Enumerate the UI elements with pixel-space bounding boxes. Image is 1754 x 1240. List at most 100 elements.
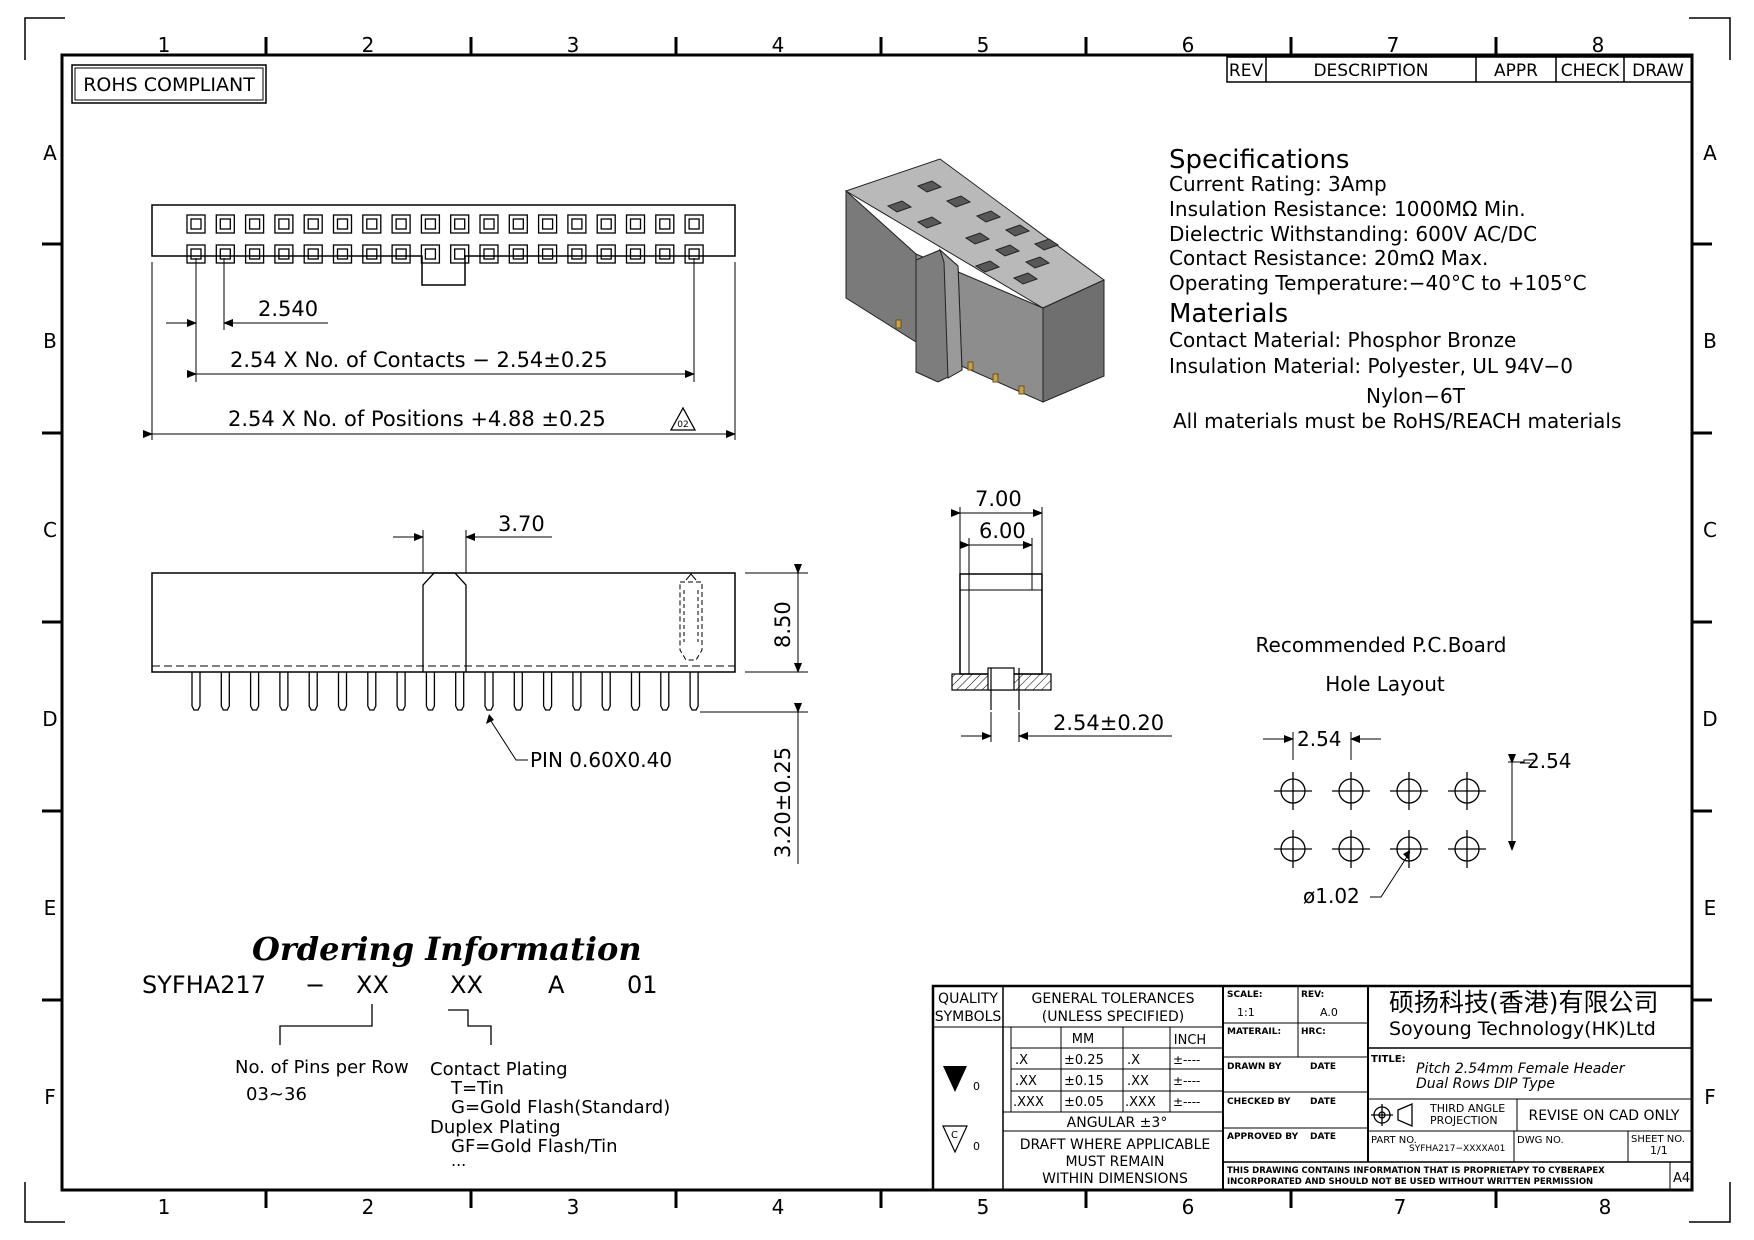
hrc-label: HRC: xyxy=(1301,1027,1326,1037)
spec-heading: Specifications xyxy=(1169,145,1349,175)
spec-line-2: Insulation Resistance: 1000MΩ Min. xyxy=(1169,197,1526,221)
scale-value: 1:1 xyxy=(1237,1006,1255,1019)
side-pin xyxy=(660,672,670,711)
top-pin-hole-inner xyxy=(336,218,349,230)
symbol-2-letter: C xyxy=(951,1130,958,1141)
tol-row-3-c: .XXX xyxy=(1125,1095,1156,1110)
top-pin-hole-inner xyxy=(424,248,437,260)
ordering-heading: Ordering Information xyxy=(252,930,642,968)
tol-row-1-c: .X xyxy=(1127,1053,1140,1068)
top-pin-hole-outer xyxy=(537,244,558,264)
side-view-pins xyxy=(191,672,699,711)
inch-header: INCH xyxy=(1174,1033,1206,1048)
top-pin-hole-inner xyxy=(659,218,671,230)
tol-row-2-c: .XX xyxy=(1127,1074,1149,1089)
spec-line-5: Operating Temperature:−40°C to +105°C xyxy=(1169,271,1587,295)
outer-width-dimension: 7.00 xyxy=(975,487,1022,511)
drawing-title-1: Pitch 2.54mm Female Header xyxy=(1416,1061,1626,1077)
col-top-4: 4 xyxy=(772,33,785,57)
side-pin xyxy=(337,672,348,711)
top-pin-hole-inner xyxy=(454,248,466,260)
top-pin-hole-inner xyxy=(541,218,554,230)
top-pin-hole-outer xyxy=(186,214,206,234)
tol-row-2-b: ±0.15 xyxy=(1064,1074,1104,1089)
spec-line-1: Current Rating: 3Amp xyxy=(1169,172,1387,196)
side-pin xyxy=(425,672,436,711)
top-pin-hole-outer xyxy=(303,214,323,234)
row-pitch-dimension: 2.54±0.20 xyxy=(1053,711,1164,735)
material-line-1: Contact Material: Phosphor Bronze xyxy=(1169,328,1516,352)
duplex-title: Duplex Plating xyxy=(430,1117,561,1138)
filled-triangle-icon xyxy=(943,1066,967,1092)
pcb-hole xyxy=(1390,772,1428,810)
drawing-title-2: Dual Rows DIP Type xyxy=(1416,1076,1555,1092)
pcb-pitch-y: 2.54 xyxy=(1527,749,1572,773)
tol-row-1-b: ±0.25 xyxy=(1064,1053,1104,1068)
top-pin-hole-outer xyxy=(567,214,587,234)
drawn-date-label: DATE xyxy=(1310,1062,1336,1072)
top-pin-hole-inner xyxy=(307,218,319,230)
spec-line-3: Dielectric Withstanding: 600V AC/DC xyxy=(1169,222,1537,246)
company-name-cn: 硕扬科技(香港)有限公司 xyxy=(1389,988,1659,1017)
ordering-information: Ordering Information SYFHA217 − XX XX A … xyxy=(142,930,670,1170)
dwg-no-label: DWG NO. xyxy=(1517,1135,1564,1146)
side-pin xyxy=(630,672,641,711)
side-pin xyxy=(249,672,260,711)
duplex-option-2: ... xyxy=(451,1151,466,1170)
title-block xyxy=(931,984,1694,1192)
part-no-value: SYFHA217−XXXXA01 xyxy=(1409,1144,1505,1154)
top-pin-hole-outer xyxy=(244,244,265,264)
hole-diameter: ø1.02 xyxy=(1303,884,1360,908)
symbol-2-sub: 0 xyxy=(973,1140,980,1153)
top-pin-hole-inner xyxy=(512,248,524,260)
pcb-hole xyxy=(1274,772,1312,810)
top-pin-hole-outer xyxy=(479,244,499,264)
top-pin-hole-inner xyxy=(248,248,261,260)
revision-flag: 02 xyxy=(677,420,688,430)
top-pin-hole-outer xyxy=(420,244,441,264)
top-view: 2.540 2.54 X No. of Contacts − 2.54±0.25… xyxy=(143,204,736,440)
side-pin xyxy=(572,672,582,711)
top-pin-hole-inner xyxy=(512,218,524,230)
top-pin-hole-inner xyxy=(571,248,583,260)
revision-table xyxy=(1226,56,1693,83)
projection-label-2: PROJECTION xyxy=(1430,1114,1498,1127)
top-pin-hole-outer xyxy=(244,214,265,234)
top-pin-hole-outer xyxy=(215,244,235,264)
plating-title: Contact Plating xyxy=(430,1059,568,1080)
code-part-3: XX xyxy=(356,971,389,999)
top-pin-hole-inner xyxy=(600,248,612,260)
appr-header: APPR xyxy=(1494,61,1538,81)
side-pin xyxy=(689,672,699,711)
row-right-d: D xyxy=(1702,707,1717,731)
pcb-hole xyxy=(1332,772,1370,810)
top-pin-hole-inner xyxy=(278,218,290,230)
top-pin-hole-outer xyxy=(274,214,294,234)
checked-date-label: DATE xyxy=(1310,1097,1336,1107)
top-pin-hole-inner xyxy=(629,248,642,260)
sheet-no-value: 1/1 xyxy=(1650,1144,1668,1157)
proprietary-notice-2: INCORPORATED AND SHOULD NOT BE USED WITH… xyxy=(1227,1177,1593,1187)
top-pin-hole-inner xyxy=(659,248,671,260)
code-part-1: SYFHA217 xyxy=(142,971,266,999)
third-angle-projection-icon xyxy=(1371,1103,1413,1127)
row-right-c: C xyxy=(1703,518,1717,542)
draft-note-3: WITHIN DIMENSIONS xyxy=(1042,1171,1188,1187)
description-header: DESCRIPTION xyxy=(1313,61,1428,81)
proprietary-notice-1: THIS DRAWING CONTAINS INFORMATION THAT I… xyxy=(1227,1166,1605,1176)
col-bottom-7: 7 xyxy=(1394,1195,1407,1219)
side-pin xyxy=(513,672,523,711)
top-pin-hole-outer xyxy=(508,244,528,264)
projection-label-1: THIRD ANGLE xyxy=(1429,1102,1505,1115)
top-pin-hole-inner xyxy=(541,248,554,260)
top-pin-hole-inner xyxy=(395,218,407,230)
pitch-dimension: 2.540 xyxy=(258,297,318,321)
symbol-1-sub: 0 xyxy=(973,1080,980,1093)
top-pin-hole-inner xyxy=(483,218,495,230)
top-pin-hole-inner xyxy=(571,218,583,230)
isometric-view xyxy=(844,158,1105,403)
top-pin-hole-outer xyxy=(332,244,353,264)
row-left-e: E xyxy=(44,896,57,920)
top-pin-hole-outer xyxy=(362,244,382,264)
pcb-title-line-1: Recommended P.C.Board xyxy=(1256,633,1507,657)
